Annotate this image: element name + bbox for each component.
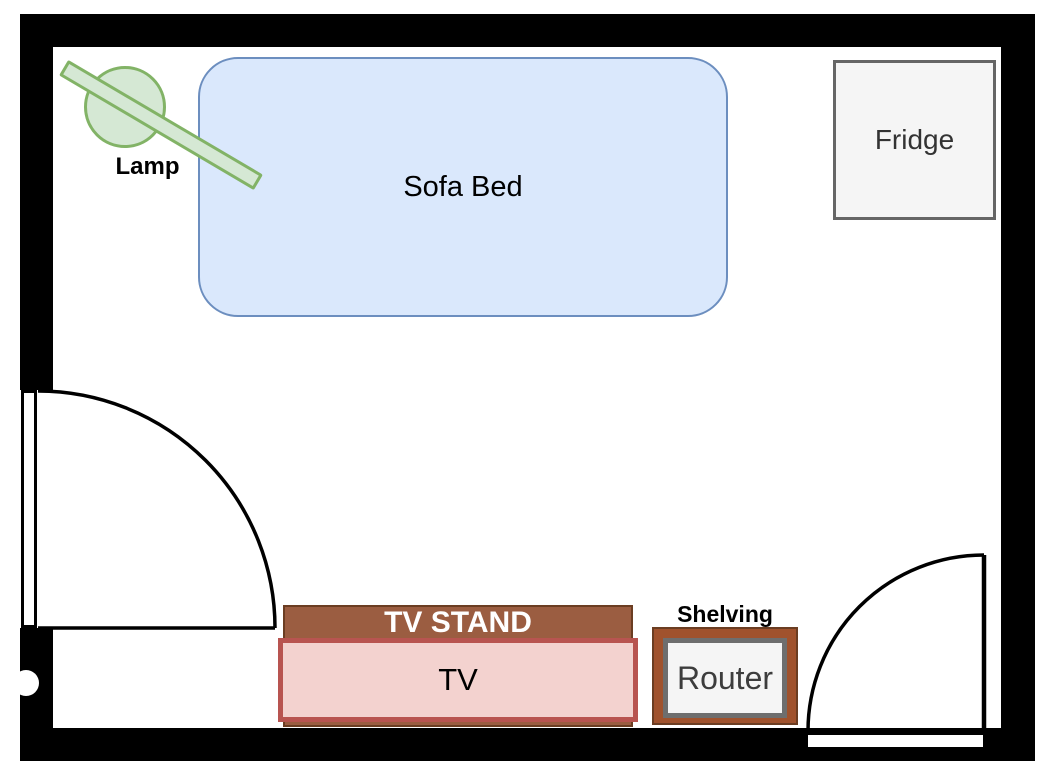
sofa-bed: Sofa Bed	[198, 57, 728, 317]
tv: TV	[278, 638, 638, 722]
wall-left-upper	[20, 47, 53, 390]
tv-stand-label: TV STAND	[384, 606, 532, 639]
shelving-label: Shelving	[677, 601, 773, 627]
router-label: Router	[676, 659, 774, 696]
sofa-bed-label: Sofa Bed	[403, 170, 523, 203]
wall-right	[1001, 47, 1035, 728]
door-right-swing-arc	[806, 553, 985, 732]
tv-label: TV	[438, 662, 478, 697]
router: Router	[663, 638, 787, 718]
door-right-threshold	[808, 735, 983, 747]
lamp-label: Lamp	[115, 153, 180, 180]
wall-circle-marker	[13, 670, 39, 696]
fridge: Fridge	[833, 60, 996, 220]
fridge-label: Fridge	[874, 124, 955, 155]
door-left-swing-arc	[37, 389, 277, 629]
wall-top	[20, 14, 1035, 47]
door-left-leaf	[21, 390, 37, 628]
